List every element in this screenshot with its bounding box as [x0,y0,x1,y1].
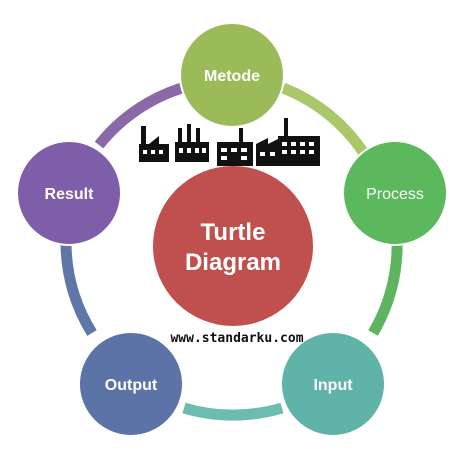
node-circle-metode [179,22,285,128]
center-title-line2: Diagram [185,249,281,276]
node-circle-output [78,331,184,437]
factory-icon [256,118,320,166]
ring-arc-result-metode [94,82,184,149]
node-result: Result [16,140,122,246]
factory-icons [139,118,320,166]
ring-arc-output-result [60,243,97,336]
factory-icon [139,126,169,162]
ring-arc-metode-process [280,82,372,161]
node-output: Output [78,331,184,437]
center-title-line1: Turtle [201,219,266,246]
node-label-process: Process [366,186,424,203]
node-input: Input [280,331,386,437]
factory-icon [217,128,253,166]
node-label-output: Output [105,377,158,394]
center-circle [153,166,313,326]
ring-arc-input-output [182,402,284,421]
node-label-input: Input [313,377,353,394]
factory-icon [175,124,209,162]
ring [60,82,403,421]
node-metode: Metode [179,22,285,128]
node-label-result: Result [45,186,95,203]
watermark-url: www.standarku.com [170,331,303,346]
node-label-metode: Metode [204,68,260,85]
node-circle-result [16,140,122,246]
node-circle-process [342,140,448,246]
node-circle-input [280,331,386,437]
ring-arc-process-input [368,238,403,336]
center-node: Turtle Diagram [153,166,313,326]
node-process: Process [342,140,448,246]
